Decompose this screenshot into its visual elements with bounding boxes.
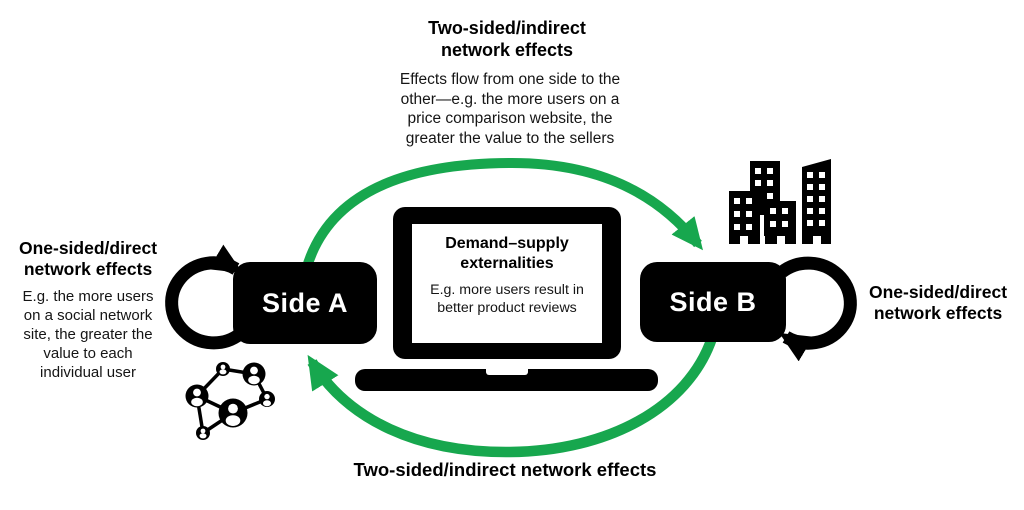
one-sided-left-description: E.g. the more users on a social network … (22, 288, 154, 382)
laptop-screen-description: E.g. more users result in better product… (430, 282, 584, 317)
city-buildings-icon (729, 159, 831, 244)
side-b-node: Side B (640, 262, 786, 342)
side-a-label: Side A (261, 287, 349, 318)
two-sided-top-description: Effects flow from one side to the other—… (399, 71, 621, 147)
side-a-self-loop-arrow-icon (165, 244, 244, 350)
one-sided-right-heading: One-sided/direct network effects (868, 282, 1008, 323)
curved-arrow-b-to-a (307, 336, 717, 458)
two-sided-top-heading: Two-sided/indirect network effects (428, 18, 586, 60)
curved-arrow-a-to-b (301, 157, 703, 272)
social-network-users-icon (185, 362, 275, 440)
side-a-node: Side A (233, 262, 377, 344)
laptop-screen-heading: Demand–supply externalities (445, 235, 569, 272)
two-sided-bottom-heading: Two-sided/indirect network effects (353, 459, 657, 480)
side-b-self-loop-arrow-icon (778, 256, 857, 362)
laptop-icon (355, 207, 658, 391)
side-b-label: Side B (669, 286, 757, 317)
one-sided-left-heading: One-sided/direct network effects (18, 238, 158, 279)
